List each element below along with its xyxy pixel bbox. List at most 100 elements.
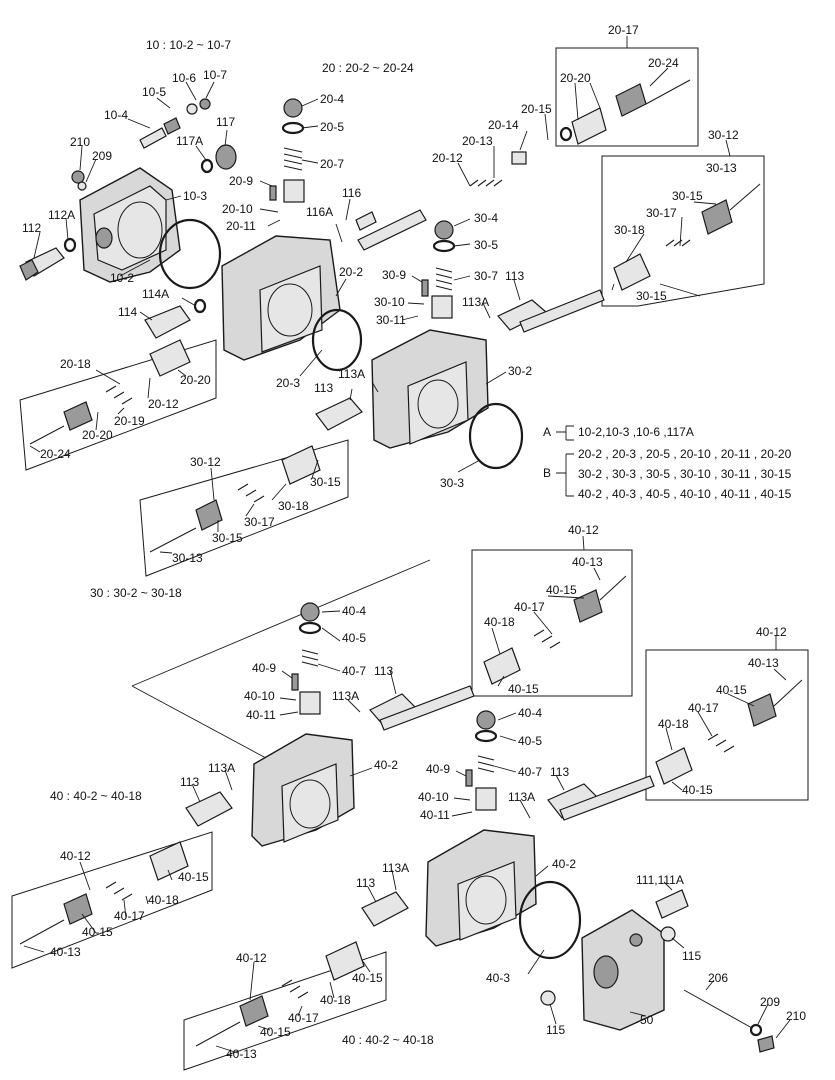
label-20-17: 20-17 (608, 23, 639, 37)
label-40-5-a: 40-5 (342, 631, 366, 645)
label-20-5: 20-5 (320, 120, 344, 134)
label-210-top: 210 (70, 135, 90, 149)
section-20-body (221, 98, 527, 372)
label-40-12-b: 40-12 (756, 625, 787, 639)
label-30-12-top: 30-12 (708, 128, 739, 142)
assembly-20-17 (559, 79, 691, 145)
label-40-18-a: 40-18 (484, 615, 515, 629)
section-30-body (315, 220, 605, 470)
label-40-13-c: 40-13 (50, 945, 81, 959)
label-20-10: 20-10 (222, 202, 253, 216)
label-40-10-a: 40-10 (244, 689, 275, 703)
label-40-9-b: 40-9 (426, 762, 450, 776)
label-30-2: 30-2 (508, 364, 532, 378)
label-20-24-low: 20-24 (40, 447, 71, 461)
label-20-15: 20-15 (521, 102, 552, 116)
label-40-15-f: 40-15 (82, 925, 113, 939)
kit-b-line1: 20-2 , 20-3 , 20-5 , 20-10 , 20-11 , 20-… (578, 447, 792, 461)
label-30-10: 30-10 (374, 295, 405, 309)
section-10-endcover (19, 98, 237, 339)
box-30-12-lower (139, 439, 349, 577)
range-note-20: 20 : 20-2 ~ 20-24 (322, 61, 414, 75)
label-40-15-e: 40-15 (178, 870, 209, 884)
label-20-12-top: 20-12 (432, 151, 463, 165)
label-40-15-g: 40-15 (352, 971, 383, 985)
label-40-12-d: 40-12 (236, 951, 267, 965)
label-115-top: 115 (682, 949, 701, 963)
label-40-5-b: 40-5 (518, 734, 542, 748)
assembly-30-12-upper (613, 183, 761, 291)
label-206: 206 (708, 971, 728, 985)
inlet-cover-50 (540, 889, 775, 1053)
leader-lines (23, 36, 791, 1054)
label-113a-d: 113A (208, 761, 235, 775)
kit-b-line3: 40-2 , 40-3 , 40-5 , 40-10 , 40-11 , 40-… (578, 487, 792, 501)
box-40-12-right (645, 649, 809, 801)
label-116a: 116A (306, 205, 333, 219)
label-113a-e: 113A (508, 790, 535, 804)
label-113-a: 113 (505, 269, 524, 283)
label-20-20-top: 20-20 (560, 71, 591, 85)
label-209-top: 209 (92, 149, 112, 163)
label-113a-a: 113A (462, 295, 489, 309)
label-40-15-h: 40-15 (260, 1025, 291, 1039)
label-20-24-top: 20-24 (648, 56, 679, 70)
label-113-e: 113 (550, 765, 569, 779)
label-20-9: 20-9 (229, 174, 253, 188)
assembly-40-12-bottom (195, 941, 365, 1047)
box-40-12-bottom (183, 951, 387, 1071)
label-10-3: 10-3 (183, 189, 207, 203)
label-30-3: 30-3 (440, 476, 464, 490)
label-20-18: 20-18 (60, 357, 91, 371)
label-113-f: 113 (356, 876, 375, 890)
label-30-12-low: 30-12 (190, 455, 221, 469)
label-10-6: 10-6 (172, 71, 196, 85)
label-40-15-d: 40-15 (682, 783, 713, 797)
label-40-13-a: 40-13 (572, 555, 603, 569)
label-40-11-a: 40-11 (246, 708, 276, 722)
box-20-17 (555, 47, 699, 147)
label-40-4-b: 40-4 (518, 706, 542, 720)
label-114: 114 (118, 305, 137, 319)
label-111-111a: 111,111A (636, 873, 684, 887)
label-20-20-low: 20-20 (82, 428, 113, 442)
label-40-12-a: 40-12 (568, 523, 599, 537)
section-40-upper-body (185, 602, 475, 847)
assembly-40-12-left (19, 841, 189, 945)
label-30-15-b: 30-15 (636, 289, 667, 303)
label-30-15-d: 30-15 (212, 531, 243, 545)
label-40-9-a: 40-9 (252, 661, 276, 675)
range-note-10: 10 : 10-2 ~ 10-7 (146, 38, 231, 52)
label-112a: 112A (48, 208, 75, 222)
assembly-40-12-right (655, 679, 803, 785)
label-40-18-b: 40-18 (658, 717, 689, 731)
label-40-2-b: 40-2 (552, 857, 576, 871)
label-20-20-mid: 20-20 (180, 373, 211, 387)
label-40-15-c: 40-15 (716, 683, 747, 697)
box-40-12-upper (471, 549, 633, 697)
label-30-4: 30-4 (474, 211, 498, 225)
label-40-7-a: 40-7 (342, 664, 366, 678)
label-30-18-a: 30-18 (614, 223, 645, 237)
label-30-11: 30-11 (376, 313, 406, 327)
label-20-3: 20-3 (276, 376, 300, 390)
label-30-9: 30-9 (382, 268, 406, 282)
label-30-15-a: 30-15 (672, 189, 703, 203)
kit-a-text: 10-2,10-3 ,10-6 ,117A (578, 425, 694, 439)
box-20-18 (19, 339, 217, 471)
kit-a-letter: A (543, 425, 551, 439)
label-113a-c: 113A (332, 689, 359, 703)
label-20-19: 20-19 (114, 414, 145, 428)
label-40-12-c: 40-12 (60, 849, 91, 863)
label-113-c: 113 (374, 664, 393, 678)
label-209-bottom: 209 (760, 995, 780, 1009)
label-30-7: 30-7 (474, 269, 498, 283)
label-40-17-d: 40-17 (288, 1011, 319, 1025)
label-10-7: 10-7 (203, 68, 227, 82)
label-40-7-b: 40-7 (518, 765, 542, 779)
label-10-5: 10-5 (142, 85, 166, 99)
label-113a-f: 113A (382, 861, 409, 875)
label-117a: 117A (176, 134, 203, 148)
label-113a-b: 113A (338, 367, 365, 381)
